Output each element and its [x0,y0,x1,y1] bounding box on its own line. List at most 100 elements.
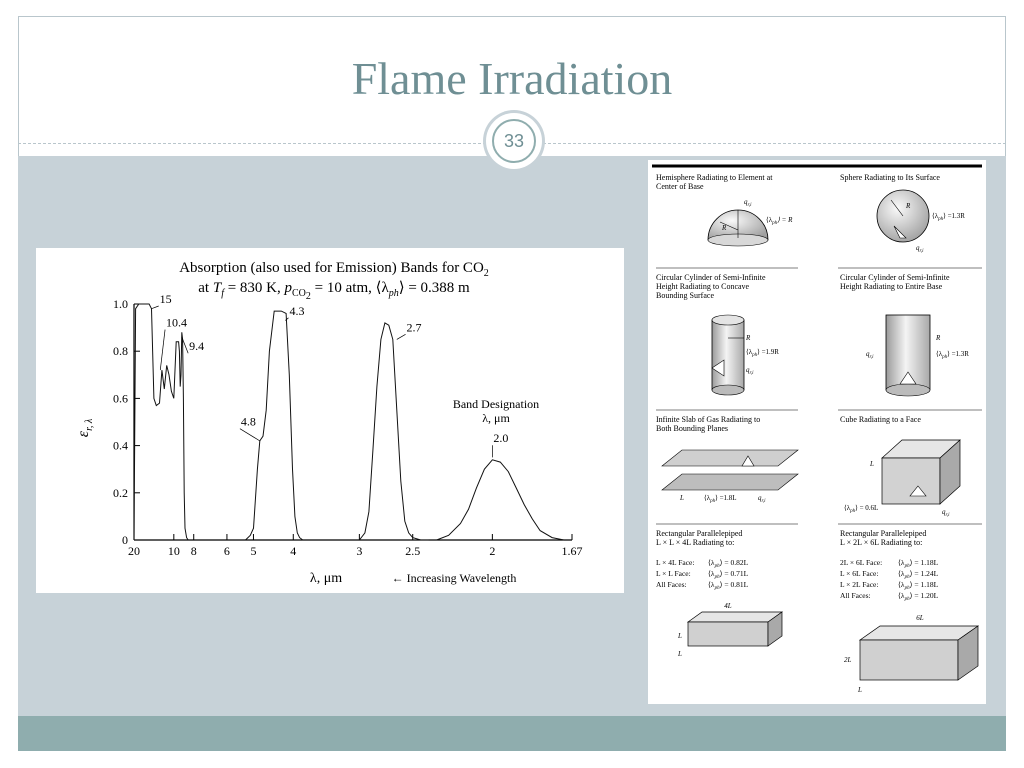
geometry-title-line: L × L × 4L Radiating to: [656,538,734,547]
arrow [893,225,907,239]
box-front [859,639,959,681]
arrow [711,359,725,377]
geometry-label: ⟨λph⟩ =1.3R [932,212,965,222]
geometry-label: qr,i [758,494,766,504]
cube-front [881,457,941,505]
geometry-label: qr,i [744,198,752,208]
geometry-title-line: Center of Base [656,182,704,191]
geometry-parallelepiped-4l: Rectangular Parallelepiped L × L × 4L Ra… [656,529,784,658]
geometry-label: L [869,460,874,468]
xlabel: λ, μm [310,571,342,586]
slab-top-plane [661,449,799,467]
geometry-row: All Faces:⟨λph⟩ = 1.20L [840,591,939,602]
geometry-title-line: Bounding Surface [656,291,714,300]
geometry-label: ⟨λph⟩ = 0.6L [844,504,878,514]
band-label: 9.4 [189,339,204,353]
x-tick-label: 6 [224,544,230,558]
geometry-label: 2L [844,656,852,664]
band-leader [396,334,406,340]
slide-number: 33 [492,119,536,163]
y-tick-label: 0 [122,533,128,547]
radius-line [890,199,904,217]
band-label: 15 [160,292,172,306]
geometry-label: L [677,632,682,640]
band-label: 4.8 [241,415,256,429]
geometry-label: L [679,494,684,502]
geometry-label: ⟨λph⟩ = R [766,216,793,226]
chart-title-line-2: at Tf = 830 K, pCO2 = 10 atm, ⟨λph⟩ = 0.… [198,280,470,302]
band-leader [151,305,159,310]
xlabel-arrow: ← Increasing Wavelength [392,571,517,585]
y-tick-label: 0.2 [113,486,128,500]
band-leader [239,428,261,442]
geometry-label: R [935,334,941,342]
cylinder-base [885,383,931,397]
x-tick-label: 4 [290,544,296,558]
geometry-label: ⟨λph⟩ =1.8L [704,494,737,504]
chart-series [133,303,565,541]
y-tick-label: 0.8 [113,344,128,358]
geometry-sphere: Sphere Radiating to Its Surface R ⟨λph⟩ … [840,173,965,254]
geometry-label: R [721,224,727,232]
chart-title-line-1: Absorption (also used for Emission) Band… [179,260,489,279]
geometry-row: L × 4L Face:⟨λph⟩ = 0.82L [656,558,749,569]
arrow [909,485,927,497]
band-curve [359,322,429,541]
footer-band [18,716,1006,751]
geometry-row: 2L × 6L Face:⟨λph⟩ = 1.18L [840,558,939,569]
band-label: 10.4 [166,316,187,330]
geometry-label: qr,i [866,350,874,360]
geometry-slab: Infinite Slab of Gas Radiating to Both B… [656,415,799,504]
x-tick-label: 3 [356,544,362,558]
band-label: 4.3 [289,304,304,318]
geometry-label: L [857,686,862,694]
geometry-label: ⟨λph⟩ =1.3R [936,350,969,360]
y-axis-title: εr, λ [75,418,95,437]
geometry-label: 4L [724,602,732,610]
geometry-title-line: Sphere Radiating to Its Surface [840,173,940,182]
geometry-label: R [745,334,751,342]
x-tick-label: 20 [128,544,140,558]
geometry-label: R [905,202,911,210]
band-label: 2.7 [407,320,422,334]
x-tick-label: 5 [250,544,256,558]
geometry-title-line: Circular Cylinder of Semi-Infinite [656,273,766,282]
geometry-title-line: Rectangular Parallelepiped [840,529,926,538]
geometry-row: L × 2L Face:⟨λph⟩ = 1.18L [840,580,939,591]
geometry-title-line: Both Bounding Planes [656,424,728,433]
geometry-title-line: Cube Radiating to a Face [840,415,921,424]
cylinder-base [711,384,745,396]
co2-band-chart: Absorption (also used for Emission) Band… [36,248,624,593]
cube-side [939,439,961,505]
x-tick-label: 1.67 [562,544,583,558]
geometry-title-line: Infinite Slab of Gas Radiating to [656,415,760,424]
band-curve [436,459,565,541]
geometry-label: L [677,650,682,658]
geometry-label: ⟨λph⟩ =1.9R [746,348,779,358]
box-top [686,611,784,623]
arrow [741,455,755,467]
geometry-parallelepiped-6l: Rectangular Parallelepiped L × 2L × 6L R… [840,529,980,694]
x-tick-label: 2.5 [405,544,420,558]
geometry-label: 6L [916,614,924,622]
geometry-title-line: Hemisphere Radiating to Element at [656,173,773,182]
geometry-title-line: Circular Cylinder of Semi-Infinite [840,273,950,282]
geometry-title-line: L × 2L × 6L Radiating to: [840,538,922,547]
band-leader [181,336,189,354]
band-curve [133,303,189,541]
geometry-title-line: Rectangular Parallelepiped [656,529,742,538]
cylinder-body [711,319,745,391]
geometry-svg: Hemisphere Radiating to Element at Cente… [652,164,982,694]
slide-title: Flame Irradiation [351,53,673,104]
geometry-hemisphere: Hemisphere Radiating to Element at Cente… [656,173,793,247]
y-tick-label: 0.6 [113,391,128,405]
band-designation-unit: λ, μm [482,411,510,425]
radius-line [719,221,739,231]
box-top [858,625,980,641]
geometry-title-line: Height Radiating to Concave [656,282,750,291]
geometry-label: qr,i [942,508,950,518]
geometry-cylinder-base: Circular Cylinder of Semi-Infinite Heigh… [840,273,969,397]
geometry-label: qr,i [916,244,924,254]
band-label: 2.0 [493,431,508,445]
